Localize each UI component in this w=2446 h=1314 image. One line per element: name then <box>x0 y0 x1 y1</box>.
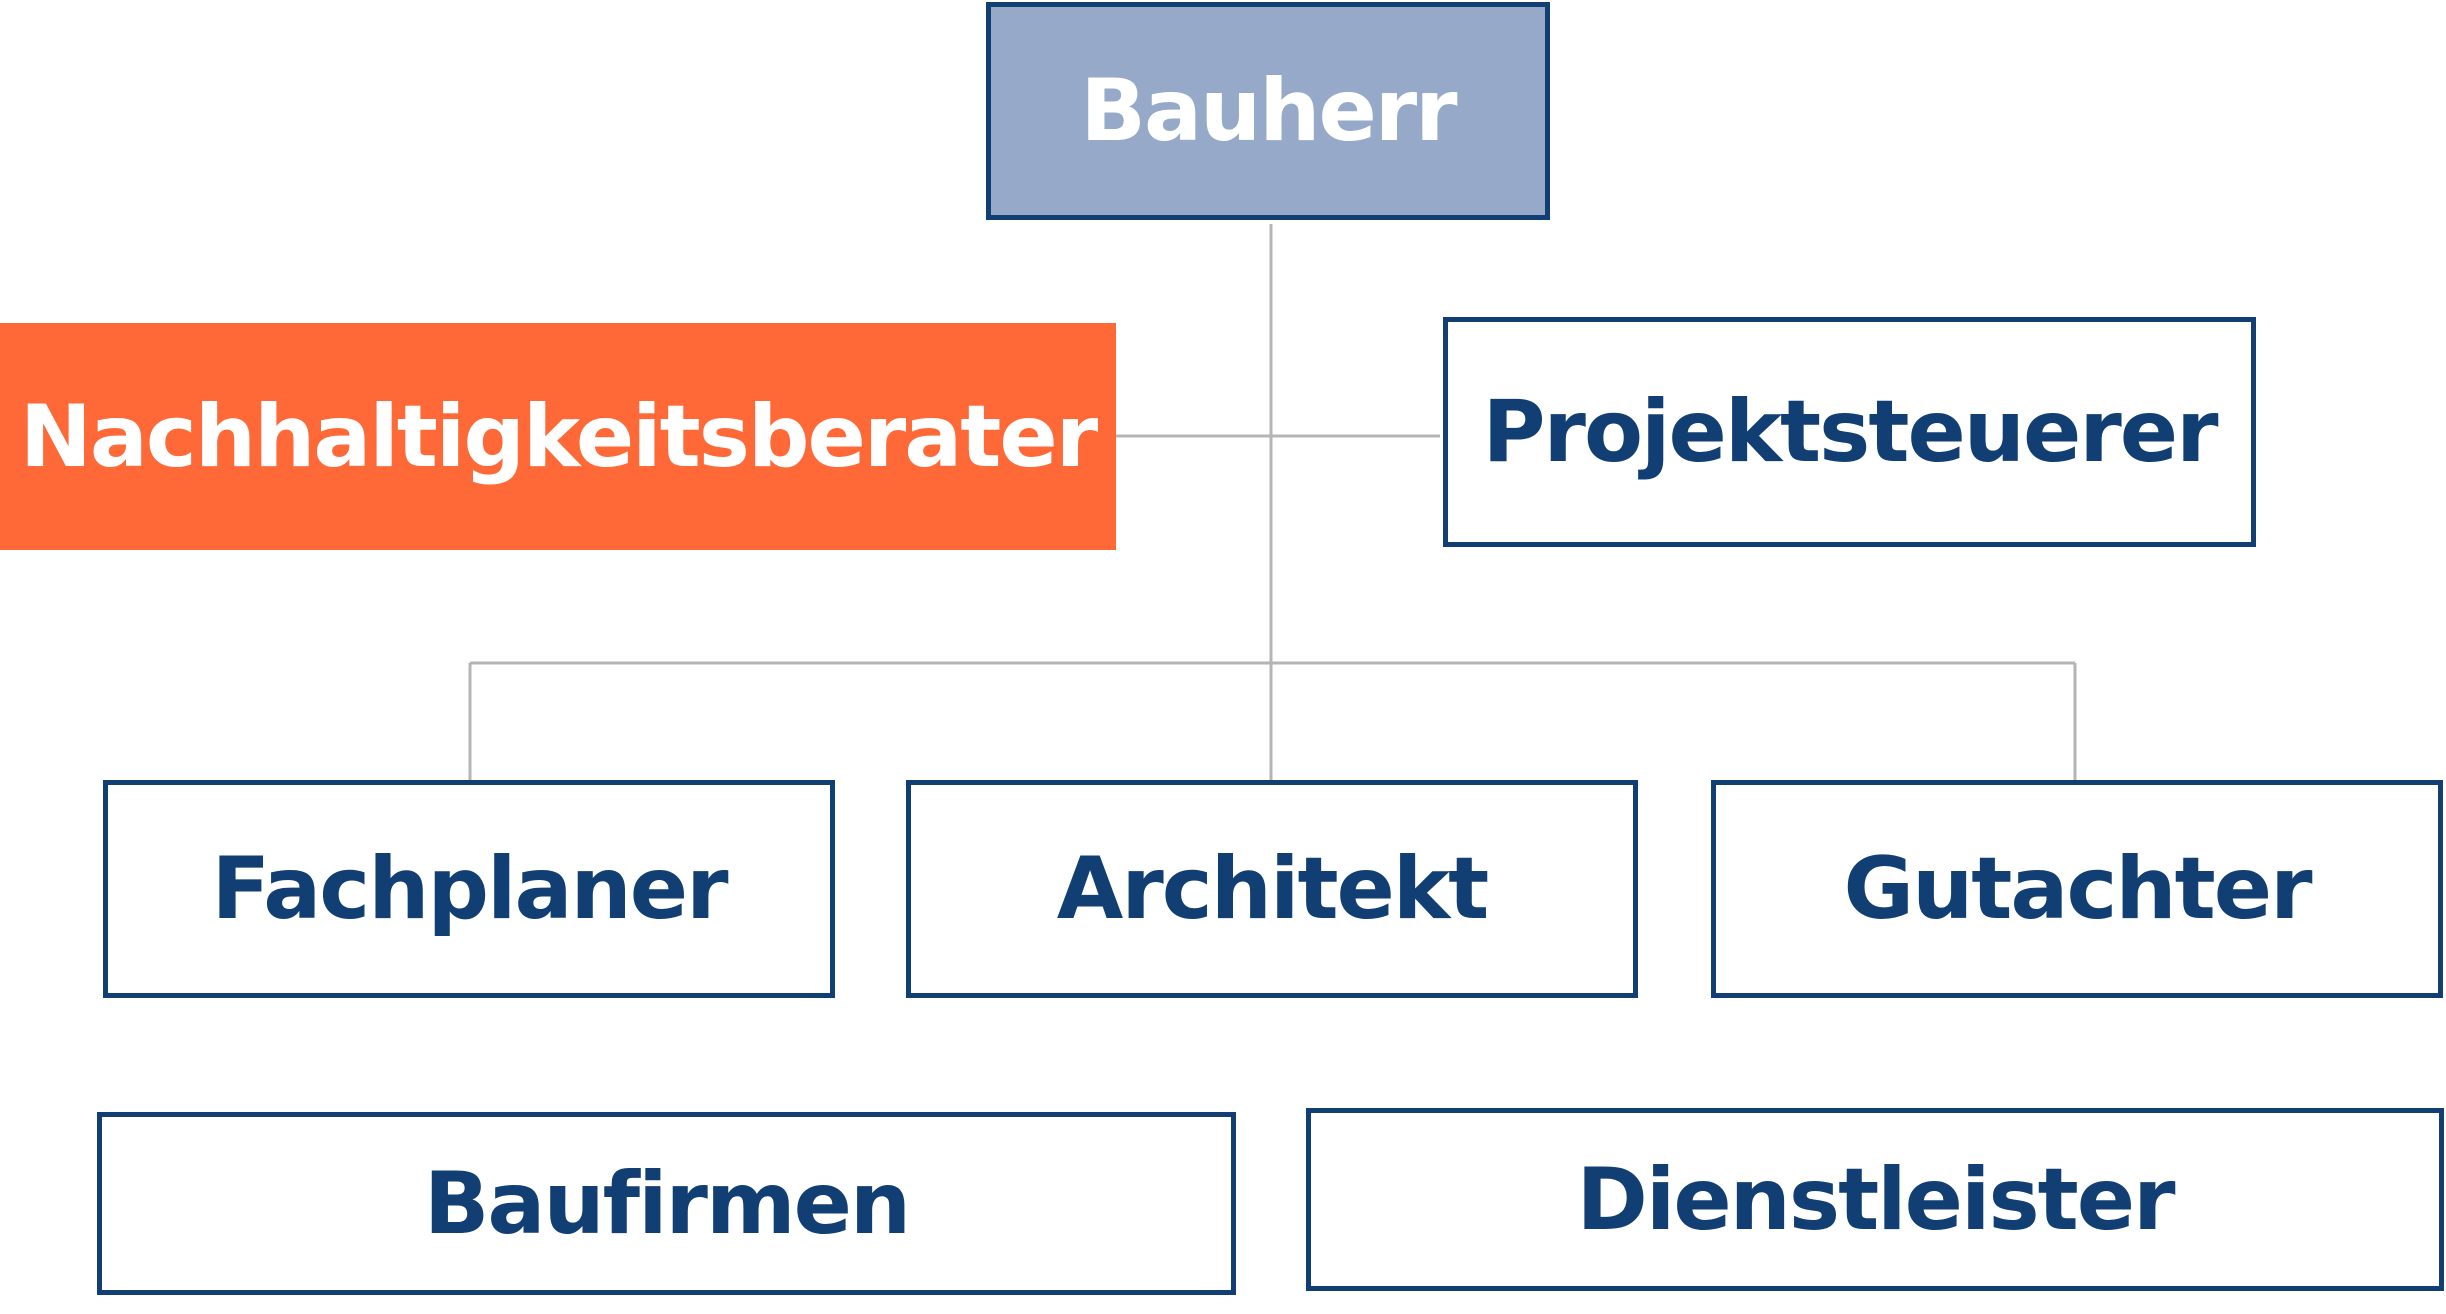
node-fachplaner: Fachplaner <box>103 780 835 998</box>
node-projektsteuerer: Projektsteuerer <box>1443 317 2256 547</box>
node-gutachter: Gutachter <box>1711 780 2443 998</box>
node-nachhaltigkeitsberater: Nachhaltigkeitsberater <box>0 323 1116 550</box>
node-dienstleister: Dienstleister <box>1306 1108 2444 1291</box>
node-bauherr: Bauherr <box>986 2 1550 220</box>
node-architekt: Architekt <box>906 780 1638 998</box>
node-baufirmen: Baufirmen <box>97 1112 1236 1295</box>
